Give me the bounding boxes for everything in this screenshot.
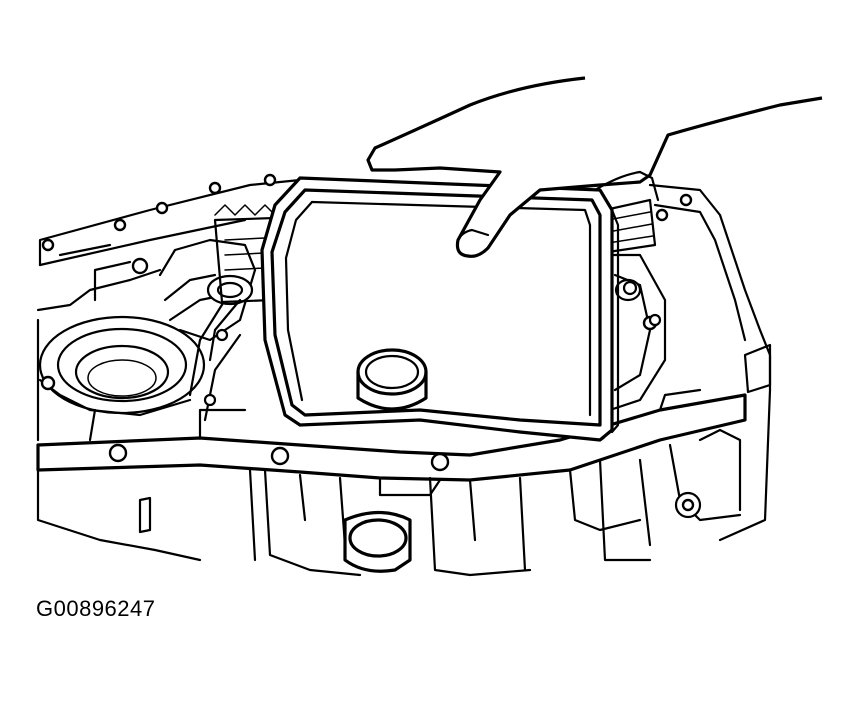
- lower-mounting-flange: [36, 388, 747, 482]
- gear-assembly: [158, 204, 277, 362]
- transmission-case-upper-flange: [38, 173, 772, 542]
- case-right-details: [603, 198, 667, 412]
- case-left-details: [36, 257, 242, 442]
- bolts: [203, 280, 662, 407]
- transmission-case-lower-body: [36, 408, 742, 577]
- oil-strainer-pan: [260, 176, 620, 442]
- figure-code-label: G00896247: [36, 596, 156, 621]
- technician-hand: [366, 76, 823, 258]
